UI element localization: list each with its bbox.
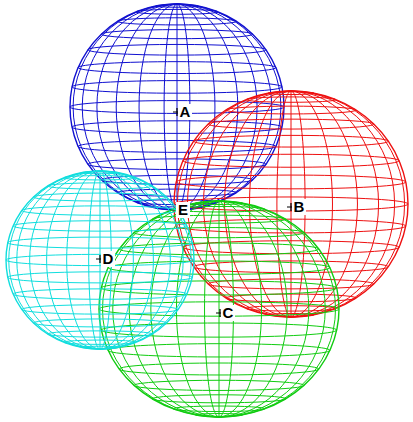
sphere-node: C — [99, 201, 339, 417]
wireframe-sphere — [99, 201, 339, 417]
sphere-label: C — [221, 305, 236, 321]
sphere-label: D — [101, 251, 116, 267]
sphere-label: B — [292, 199, 307, 215]
sphere-node: D — [6, 171, 194, 349]
sphere-label: A — [178, 104, 193, 120]
intersection-label: E — [176, 202, 190, 218]
